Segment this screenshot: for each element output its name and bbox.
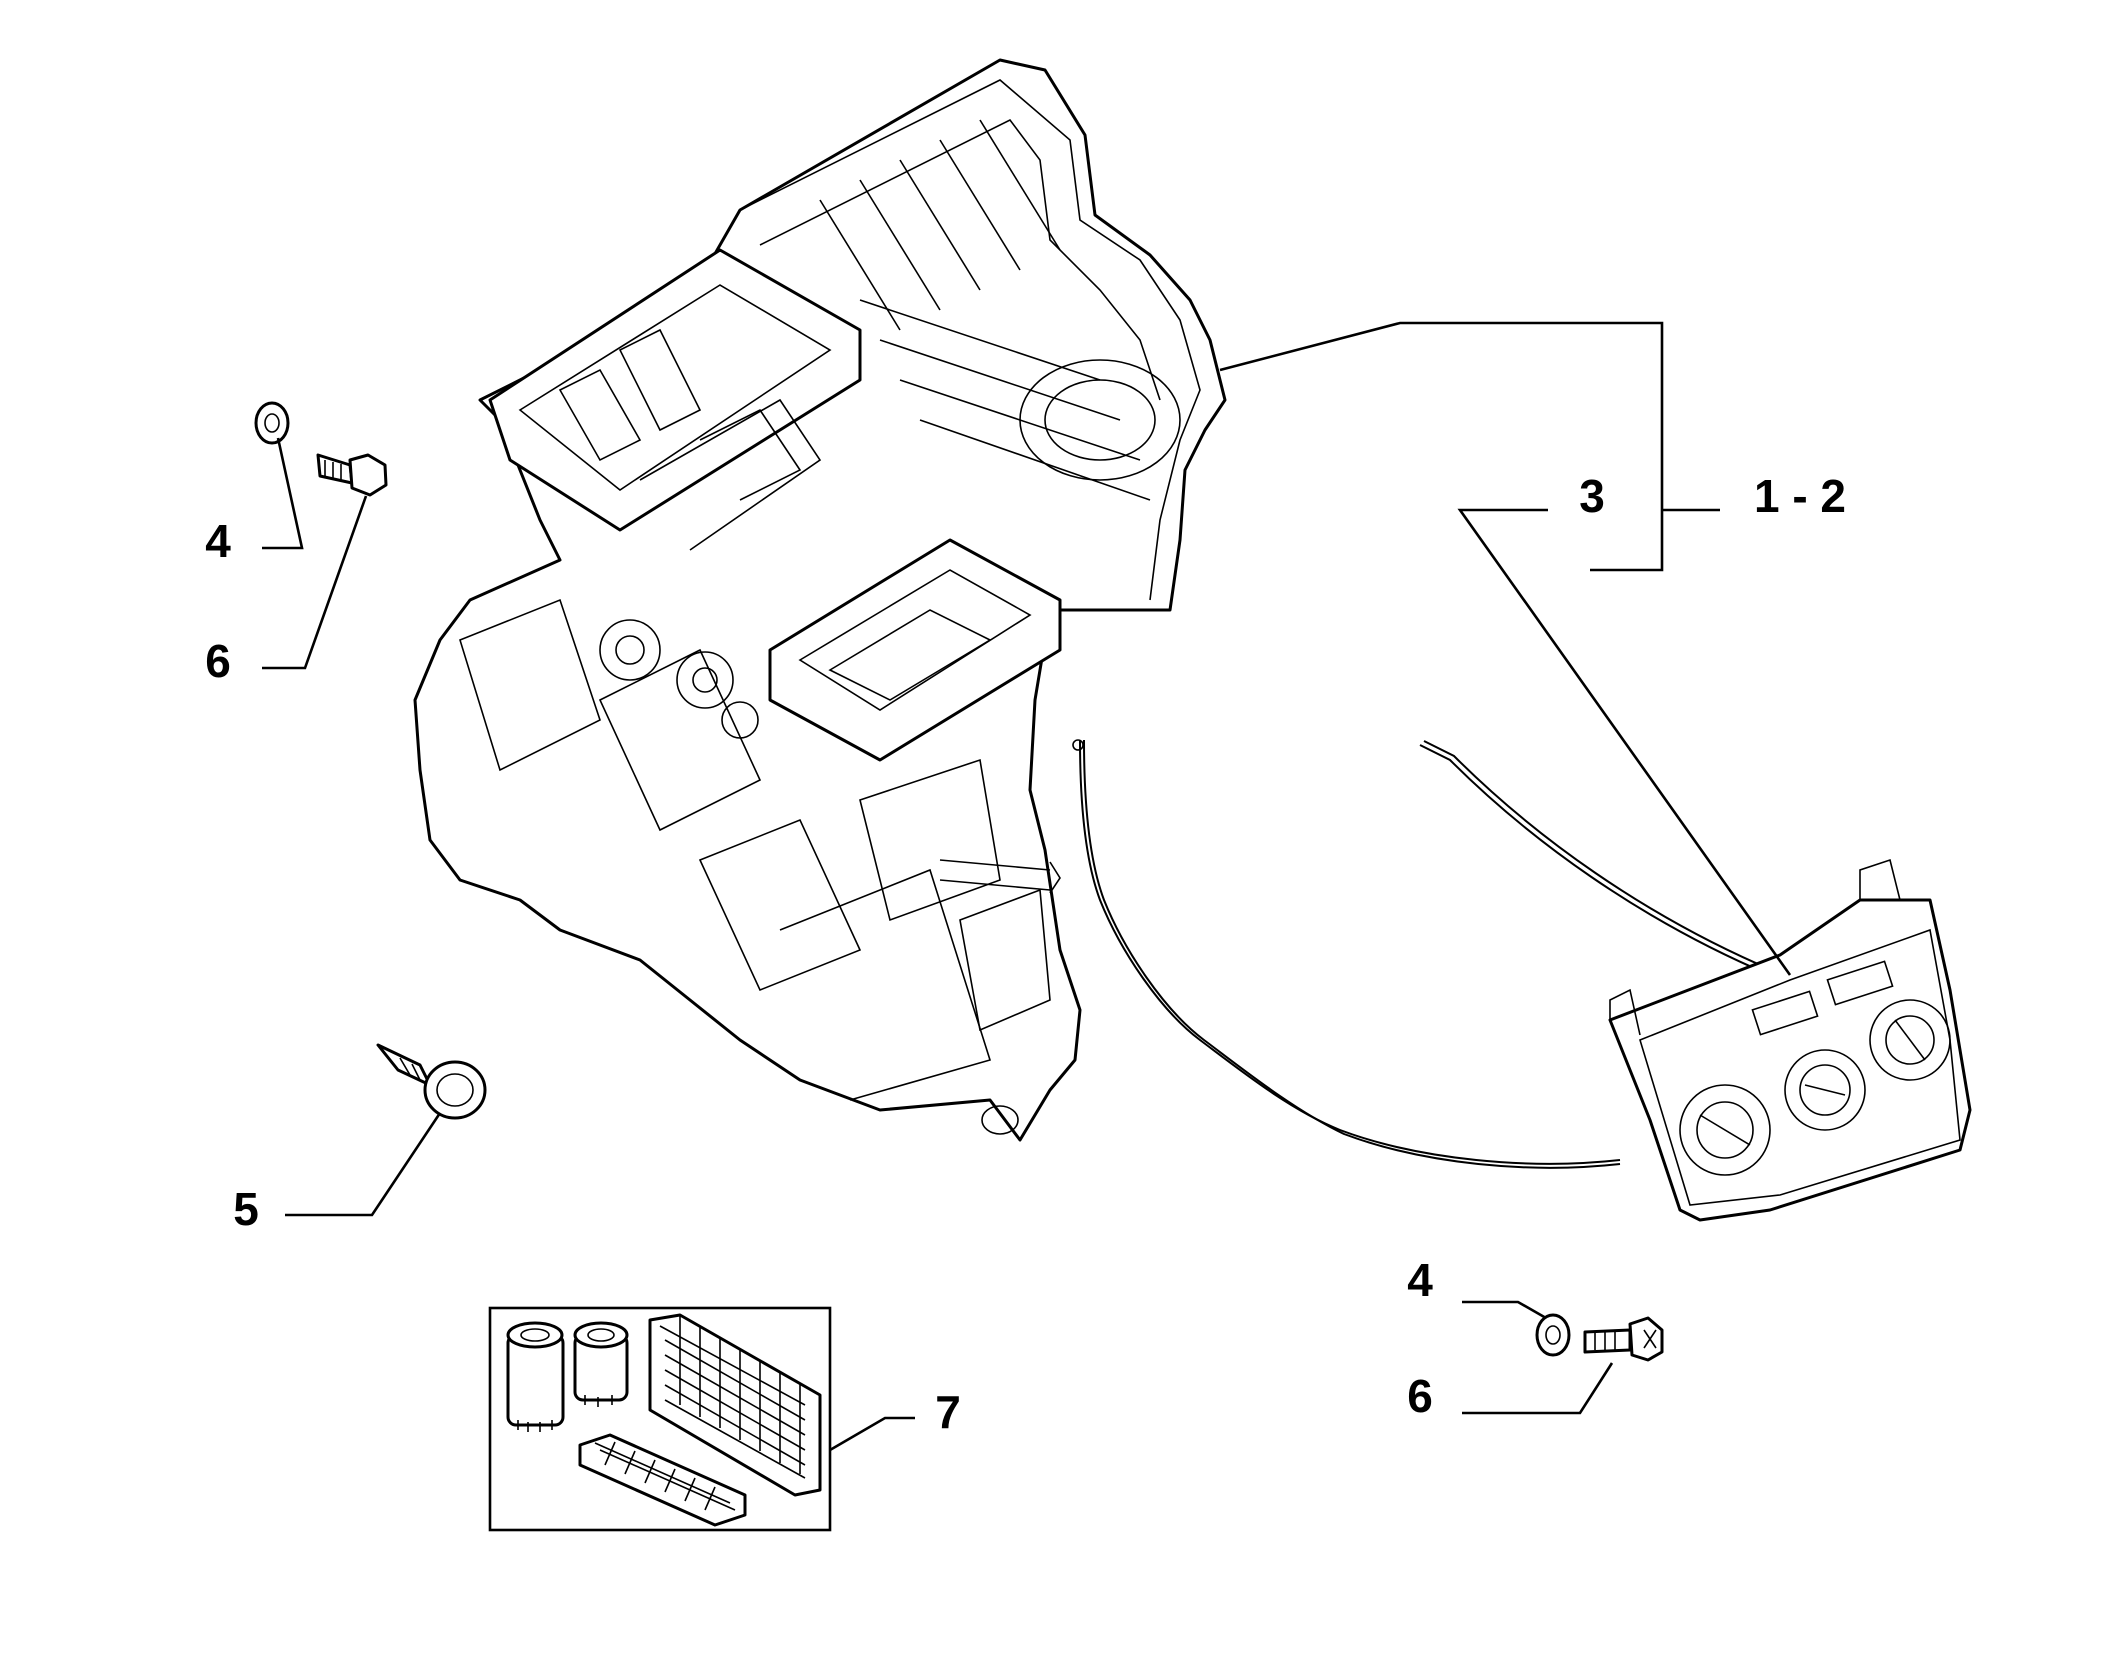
callout-1-2: 1 - 2: [1754, 470, 1846, 522]
callout-5: 5: [233, 1183, 259, 1235]
callout-7: 7: [935, 1386, 961, 1438]
callout-labels: 4 6 5 7 3 1 - 2 4 6: [205, 470, 1846, 1438]
callout-4-lower: 4: [1407, 1254, 1433, 1306]
climate-control-panel: [1608, 858, 1972, 1222]
housing-ribs: [639, 119, 1151, 551]
leader-lines: [262, 321, 1792, 1452]
washer-part-upper: [254, 401, 290, 445]
washer-part-lower: [1535, 1313, 1571, 1357]
callout-4-upper: 4: [205, 515, 231, 567]
callout-6-upper: 6: [205, 635, 231, 687]
right-knob: [1869, 999, 1951, 1081]
bolt-part-upper: [316, 453, 388, 497]
cabin-filter: [578, 1433, 747, 1527]
oil-filter-small: [573, 1321, 629, 1407]
air-filter-panel: [648, 1313, 822, 1497]
control-cables: [1072, 739, 1775, 1169]
left-knob: [1679, 1084, 1771, 1176]
filter-kit-box: [488, 1306, 832, 1532]
hvac-housing-assembly: [413, 58, 1227, 1142]
oil-filter-large: [506, 1321, 565, 1432]
callout-3: 3: [1579, 470, 1605, 522]
bolt-part-lower: [1583, 1316, 1664, 1362]
center-knob: [1784, 1049, 1866, 1131]
callout-6-lower: 6: [1407, 1370, 1433, 1422]
screw-part: [376, 1043, 487, 1120]
